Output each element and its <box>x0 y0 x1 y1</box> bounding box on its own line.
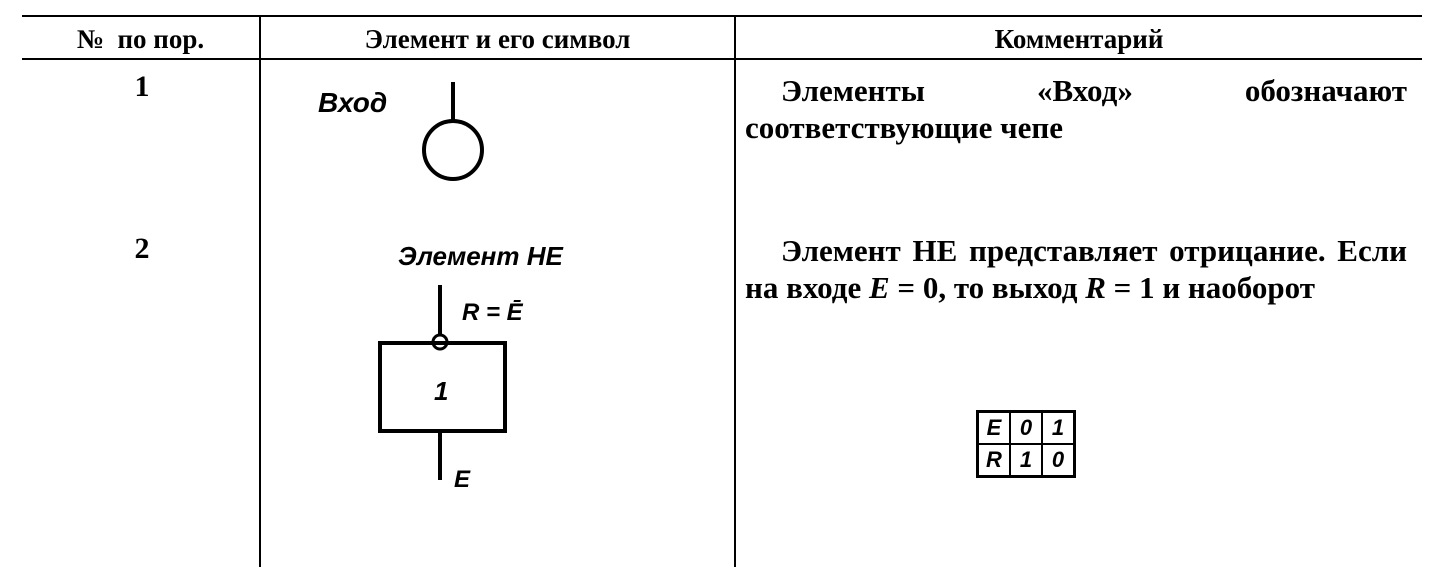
row-2-comment-part-2: = 0, то выход <box>889 270 1086 305</box>
input-circle-icon <box>422 119 484 181</box>
column-divider-1 <box>259 15 261 567</box>
input-element-symbol: Вход <box>318 82 484 181</box>
row-1-number: 1 <box>134 70 150 103</box>
column-divider-2 <box>734 15 736 567</box>
not-input-label: E <box>454 466 471 493</box>
truth-table-row: E 0 1 <box>976 410 1076 445</box>
truth-table-cell: 0 <box>1041 443 1076 478</box>
not-element-title: Элемент НЕ <box>398 241 563 271</box>
header-number: № по пор. <box>76 24 205 54</box>
row-2-comment-var-r: R <box>1085 270 1106 305</box>
input-label: Вход <box>318 87 387 118</box>
row-1-comment-text: Элементы «Вход» обозначают соответствующ… <box>745 73 1407 145</box>
row-1-comment: Элементы «Вход» обозначают соответствующ… <box>745 72 1407 146</box>
truth-table-cell: R <box>976 443 1011 478</box>
not-gate-box <box>378 341 507 433</box>
truth-table: E 0 1 R 1 0 <box>976 410 1076 478</box>
header-element-symbol: Элемент и его символ <box>364 24 631 54</box>
row-2-number: 2 <box>134 232 150 265</box>
truth-table-cell: E <box>976 410 1011 445</box>
header-comment: Комментарий <box>994 24 1164 54</box>
not-gate-box-label: 1 <box>434 376 448 406</box>
truth-table-cell: 0 <box>1009 410 1043 445</box>
truth-table-cell: 1 <box>1041 410 1076 445</box>
row-2-comment-part-3: = 1 и наоборот <box>1105 270 1315 305</box>
row-2-comment: Элемент НЕ представляет отрицание. Если … <box>745 232 1407 306</box>
not-output-label: R = Ē <box>462 299 524 326</box>
header-bottom-rule <box>22 58 1422 60</box>
table-top-rule <box>22 15 1422 17</box>
row-2-comment-part-1: Элемент НЕ представляет отрицание. Если … <box>745 233 1407 305</box>
truth-table-row: R 1 0 <box>976 443 1076 478</box>
truth-table-cell: 1 <box>1009 443 1043 478</box>
not-element-symbol: Элемент НЕ R = Ē 1 E <box>378 241 563 493</box>
row-2-comment-var-e: E <box>868 270 890 305</box>
